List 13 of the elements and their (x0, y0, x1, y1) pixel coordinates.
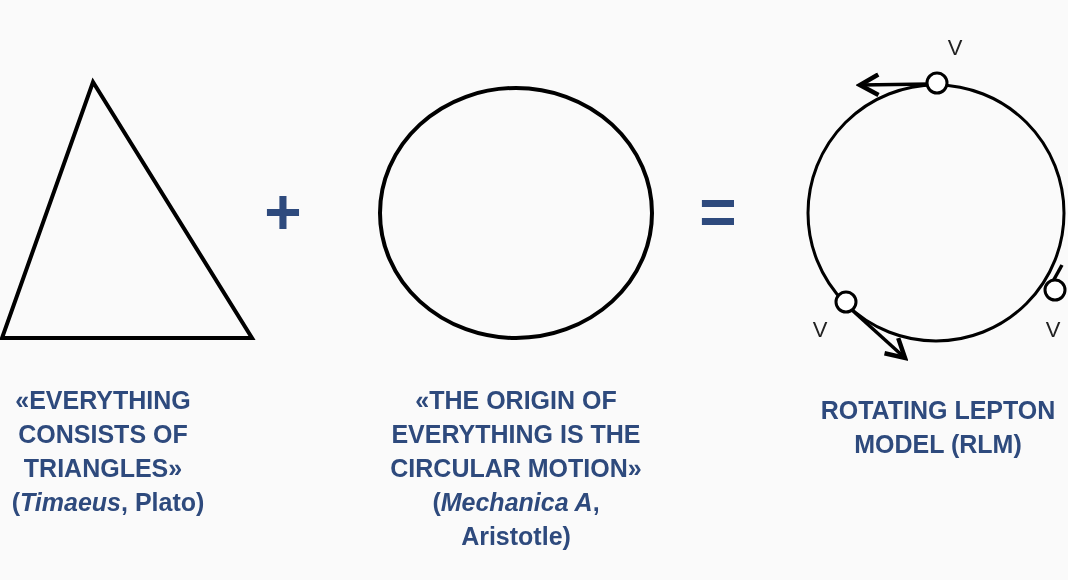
caption-text: «THE ORIGIN OF EVERYTHING IS THE CIRCULAR MOTION» (389, 385, 643, 484)
plus-sign: + (263, 180, 303, 244)
velocity-label: V (1044, 318, 1062, 342)
velocity-label: V (811, 318, 829, 342)
rotating-circle-drawing (806, 71, 1067, 361)
caption-text: «EVERYTHING CONSISTS OF TRIANGLES» (14, 385, 192, 484)
equals-sign: = (698, 180, 738, 244)
triangle-shape (0, 77, 256, 340)
circle-shape (378, 86, 654, 340)
citation-text: (Timaeus, Plato) (10, 487, 206, 518)
citation-text: (Mechanica A, Aristotle) (431, 487, 601, 552)
velocity-label: V (946, 36, 964, 60)
caption-text: ROTATING LEPTON MODEL (RLM) (819, 395, 1057, 460)
